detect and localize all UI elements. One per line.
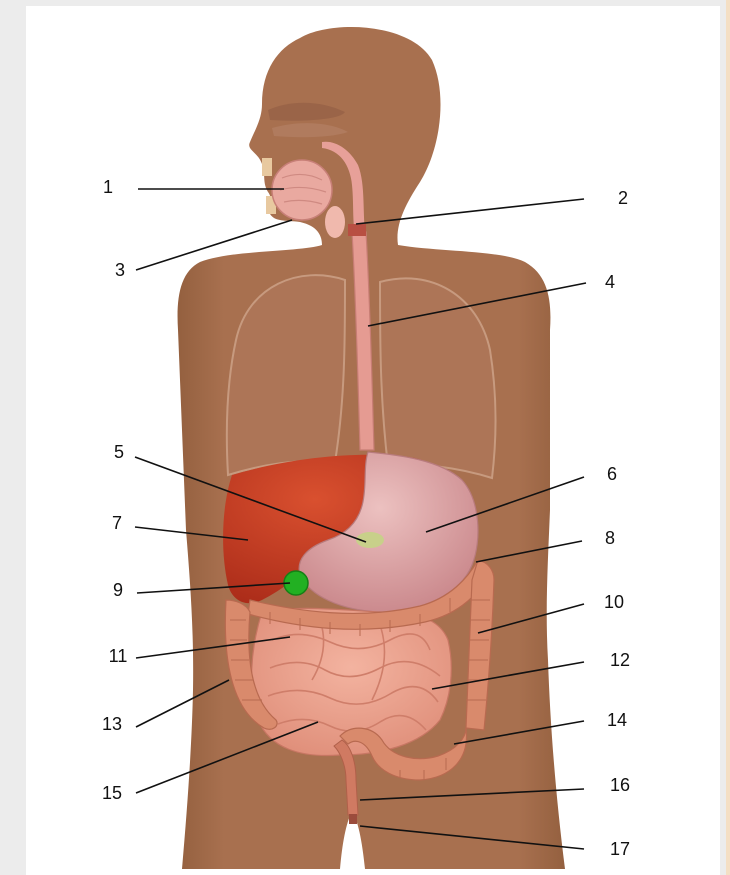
label-12: 12 bbox=[610, 650, 630, 670]
label-2: 2 bbox=[618, 188, 628, 208]
upper-esophageal-sphincter bbox=[348, 224, 366, 236]
label-8: 8 bbox=[605, 528, 615, 548]
label-15: 15 bbox=[102, 783, 122, 803]
label-13: 13 bbox=[102, 714, 122, 734]
label-6: 6 bbox=[607, 464, 617, 484]
label-7: 7 bbox=[112, 513, 122, 533]
epiglottis bbox=[325, 206, 345, 238]
label-17: 17 bbox=[610, 839, 630, 859]
label-16: 16 bbox=[610, 775, 630, 795]
label-9: 9 bbox=[113, 580, 123, 600]
label-4: 4 bbox=[605, 272, 615, 292]
label-11: 11 bbox=[109, 646, 128, 666]
label-3: 3 bbox=[115, 260, 125, 280]
anus bbox=[349, 814, 357, 824]
label-14: 14 bbox=[607, 710, 627, 730]
label-5: 5 bbox=[114, 442, 124, 462]
label-1: 1 bbox=[103, 177, 113, 197]
label-10: 10 bbox=[604, 592, 624, 612]
